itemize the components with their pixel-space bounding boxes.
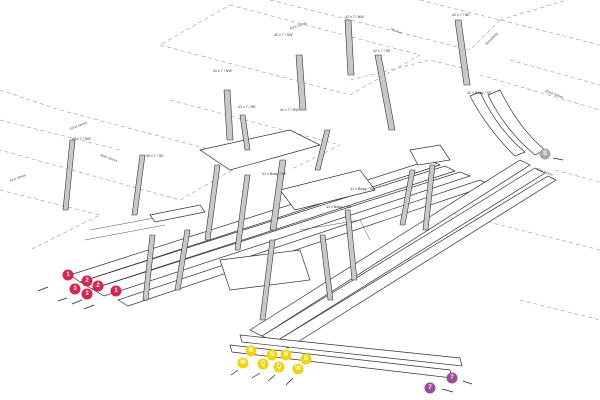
entrance-label: 42 x Bway / SE [467, 91, 492, 95]
arrow-icon [83, 304, 95, 310]
entrance-label: 41 x Bway / SE [350, 187, 375, 191]
entrance-label: 42 x 7 / SW [274, 33, 293, 37]
street-labels: 43rd Street 42nd Street 41st Street 7th … [9, 21, 564, 183]
entrance-label: 42 x 7 / NW [345, 15, 364, 19]
svg-text:3: 3 [85, 291, 89, 297]
arrow-icon [57, 297, 68, 302]
svg-text:W: W [240, 360, 246, 366]
grey-line-badges: S [539, 148, 551, 160]
route-badge-n[interactable]: N [266, 349, 278, 361]
street-label: 7th Ave [390, 27, 403, 35]
direction-arrows [37, 157, 564, 393]
entrance-label: 40 x 7 / SW [72, 137, 91, 141]
street-label: 41st Street [536, 167, 554, 177]
svg-text:2: 2 [85, 278, 89, 284]
arrow-icon [285, 377, 294, 386]
svg-text:R: R [304, 356, 309, 362]
svg-text:R: R [249, 348, 254, 354]
svg-text:Q: Q [277, 364, 282, 370]
route-badge-r[interactable]: R [245, 345, 257, 357]
route-badge-s[interactable]: S [539, 148, 551, 160]
purple-line-badges: 7 7 [424, 372, 458, 394]
route-badge-2[interactable]: 2 [81, 275, 93, 287]
entrance-label: 41 x Bway / SW [326, 205, 352, 209]
route-badge-2[interactable]: 2 [92, 280, 104, 292]
arrow-icon [71, 299, 83, 305]
street-label: 40th Street [100, 153, 118, 163]
route-badge-3[interactable]: 3 [81, 288, 93, 300]
route-badge-7[interactable]: 7 [424, 382, 436, 394]
columns [62, 19, 471, 321]
arrow-icon [251, 372, 261, 379]
route-badge-3[interactable]: 3 [69, 283, 81, 295]
svg-text:7: 7 [428, 385, 432, 391]
entrance-label: 41 x 7 / NW [213, 69, 232, 73]
platforms [69, 89, 557, 379]
route-badge-q[interactable]: Q [273, 361, 285, 373]
entrance-label: 41 x Bway / NE [262, 172, 287, 176]
arrow-icon [267, 374, 276, 382]
svg-text:1: 1 [66, 272, 70, 278]
svg-text:W: W [295, 366, 301, 372]
entrance-labels: 42 x 7 / NW 42 x 7 / SW 42 x 7 / NE 42 x… [72, 13, 492, 209]
entrance-label: 41 x 7 / NW [280, 108, 299, 112]
street-label: 41st Street [9, 173, 27, 183]
street-label: 42nd Street [69, 121, 88, 131]
route-badge-n[interactable]: N [280, 349, 292, 361]
arrow-icon [37, 286, 49, 292]
route-badge-1[interactable]: 1 [110, 285, 122, 297]
svg-text:S: S [543, 151, 547, 157]
route-badge-q[interactable]: Q [257, 358, 269, 370]
svg-text:3: 3 [73, 286, 77, 292]
street-label: 43rd Street [289, 21, 307, 31]
svg-text:Q: Q [261, 361, 266, 367]
entrance-label: 41 x 7 / SE [238, 105, 256, 109]
street-label: 42nd Street [545, 89, 564, 99]
entrance-label: 40 x 7 / SE [146, 154, 164, 158]
route-badge-w[interactable]: W [237, 357, 249, 369]
street-label: Broadway [485, 31, 499, 45]
route-badge-w[interactable]: W [292, 363, 304, 375]
entrance-label: 42 x 7 / SE [373, 49, 391, 53]
route-badge-7[interactable]: 7 [446, 372, 458, 384]
entrance-label: 42 x 7 / NE [452, 13, 470, 17]
arrow-icon [230, 369, 239, 376]
arrow-icon [552, 157, 564, 161]
svg-text:N: N [284, 352, 288, 358]
arrow-icon [441, 388, 454, 393]
svg-text:N: N [270, 352, 274, 358]
svg-text:7: 7 [450, 375, 454, 381]
svg-text:1: 1 [114, 288, 118, 294]
svg-text:2: 2 [96, 283, 100, 289]
route-badge-r[interactable]: R [300, 353, 312, 365]
red-line-badges: 1 2 2 3 3 1 [62, 269, 122, 300]
route-badge-1[interactable]: 1 [62, 269, 74, 281]
yellow-line-badges: R W N N Q Q R W [237, 345, 312, 375]
arrow-icon [462, 380, 473, 385]
